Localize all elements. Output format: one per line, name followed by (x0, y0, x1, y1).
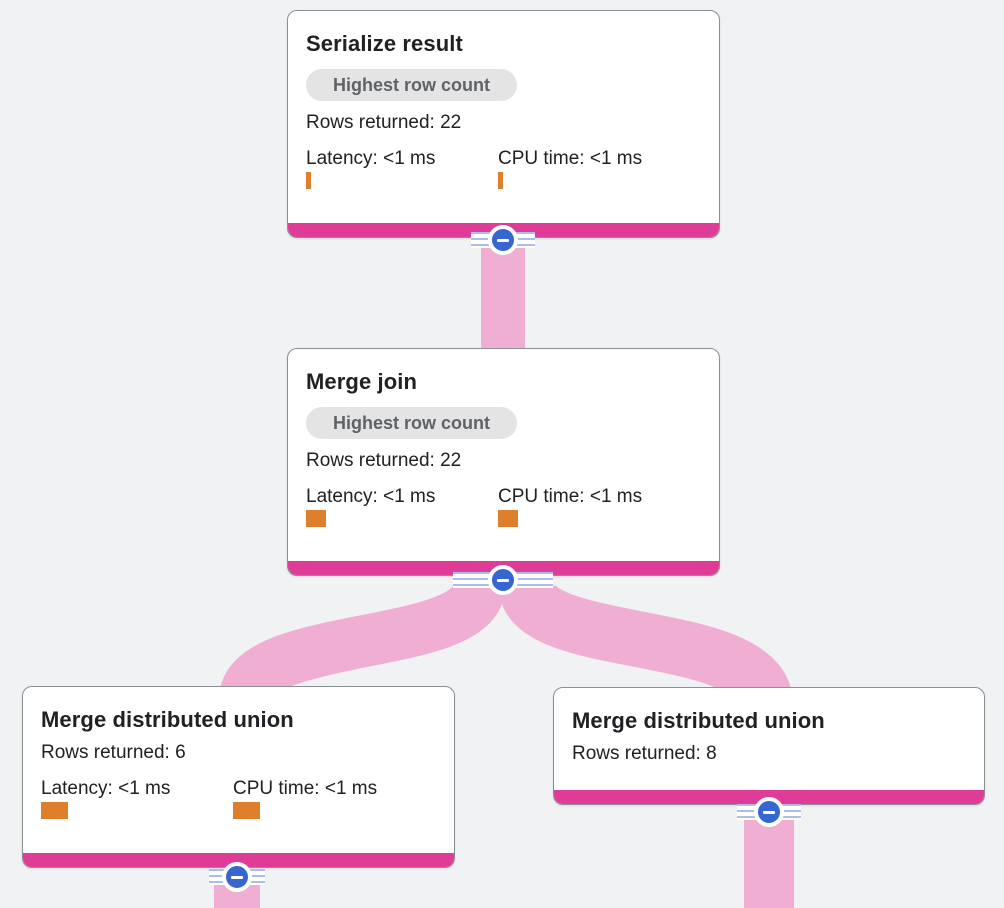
rows-returned: Rows returned: 22 (306, 450, 462, 471)
node-title: Merge join (306, 369, 418, 394)
metrics-row: Latency: <1 ms CPU time: <1 ms (41, 778, 436, 838)
collapse-minus-icon[interactable] (488, 565, 518, 595)
edge-mergejoin-to-left-union (219, 581, 505, 705)
cpu-time-metric: CPU time: <1 ms (498, 148, 642, 189)
latency-label: Latency: <1 ms (306, 148, 436, 169)
latency-bar (306, 510, 326, 527)
plan-node-merge-distributed-union-right[interactable]: Merge distributed union Rows returned: 8 (553, 687, 985, 805)
metrics-row: Latency: <1 ms CPU time: <1 ms (306, 486, 701, 546)
highest-row-count-badge: Highest row count (306, 407, 517, 439)
collapse-minus-icon[interactable] (754, 797, 784, 827)
latency-metric: Latency: <1 ms (306, 486, 435, 527)
plan-node-merge-distributed-union-left[interactable]: Merge distributed union Rows returned: 6… (22, 686, 455, 868)
edge-mergejoin-to-right-union (499, 580, 793, 710)
cpu-time-label: CPU time: <1 ms (498, 148, 643, 169)
metrics-row: Latency: <1 ms CPU time: <1 ms (306, 148, 701, 208)
latency-metric: Latency: <1 ms (41, 778, 170, 819)
node-accent-bar (23, 853, 454, 867)
collapse-minus-icon[interactable] (222, 862, 252, 892)
node-title: Serialize result (306, 31, 463, 56)
cpu-time-bar (233, 802, 260, 819)
rows-returned: Rows returned: 6 (41, 742, 186, 763)
plan-node-merge-join[interactable]: Merge join Highest row count Rows return… (287, 348, 720, 576)
cpu-time-label: CPU time: <1 ms (498, 486, 643, 507)
latency-label: Latency: <1 ms (41, 778, 171, 799)
node-title: Merge distributed union (572, 708, 825, 733)
highest-row-count-badge: Highest row count (306, 69, 517, 101)
rows-returned: Rows returned: 22 (306, 112, 462, 133)
cpu-time-metric: CPU time: <1 ms (498, 486, 642, 527)
collapse-minus-icon[interactable] (488, 225, 518, 255)
plan-node-serialize-result[interactable]: Serialize result Highest row count Rows … (287, 10, 720, 238)
rows-returned: Rows returned: 8 (572, 743, 717, 764)
latency-metric: Latency: <1 ms (306, 148, 435, 189)
cpu-time-metric: CPU time: <1 ms (233, 778, 377, 819)
latency-label: Latency: <1 ms (306, 486, 436, 507)
latency-bar (306, 172, 311, 189)
node-title: Merge distributed union (41, 707, 294, 732)
latency-bar (41, 802, 68, 819)
cpu-time-label: CPU time: <1 ms (233, 778, 378, 799)
cpu-time-bar (498, 510, 518, 527)
cpu-time-bar (498, 172, 503, 189)
edge-serialize-to-mergejoin (481, 238, 525, 350)
